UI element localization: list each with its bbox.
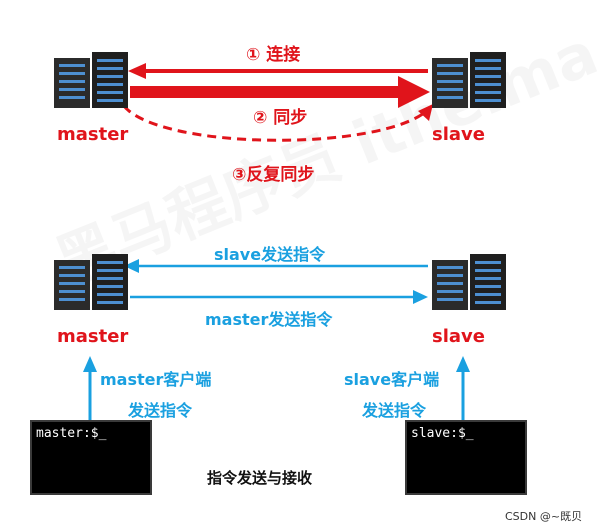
slave-send-label: slave发送指令 <box>214 245 326 264</box>
connect-arrow <box>128 63 428 79</box>
slave-terminal-prompt: slave:$_ <box>411 426 474 441</box>
step-sync-label: ② 同步 <box>253 108 308 128</box>
slave-client-label: slave客户端 <box>344 370 440 389</box>
slave-server-icon <box>432 52 506 108</box>
master-terminal-prompt: master:$_ <box>36 426 107 441</box>
credit-text: CSDN @~既贝 <box>505 510 583 523</box>
master-label: master <box>57 124 129 145</box>
slave-label-2: slave <box>432 326 485 347</box>
slave-label: slave <box>432 124 485 145</box>
master-server-icon <box>54 52 128 108</box>
slave-client-arrow <box>456 356 470 420</box>
slave-send-arrow <box>124 259 428 273</box>
slave-server-icon-2 <box>432 254 506 310</box>
master-terminal: master:$_ <box>30 420 152 495</box>
step-connect-label: ① 连接 <box>246 45 301 65</box>
repeat-sync-arrow <box>122 104 433 142</box>
sync-arrow <box>130 76 430 108</box>
slave-client-send-label: 发送指令 <box>362 401 427 420</box>
diagram-caption: 指令发送与接收 <box>207 469 313 487</box>
master-label-2: master <box>57 326 129 347</box>
master-server-icon-2 <box>54 254 128 310</box>
master-send-arrow <box>130 290 428 304</box>
master-client-arrow <box>83 356 97 420</box>
slave-terminal: slave:$_ <box>405 420 527 495</box>
master-client-label: master客户端 <box>100 370 212 389</box>
master-client-send-label: 发送指令 <box>128 401 193 420</box>
step-repeat-sync-label: ③反复同步 <box>232 165 315 185</box>
master-send-label: master发送指令 <box>205 310 333 329</box>
